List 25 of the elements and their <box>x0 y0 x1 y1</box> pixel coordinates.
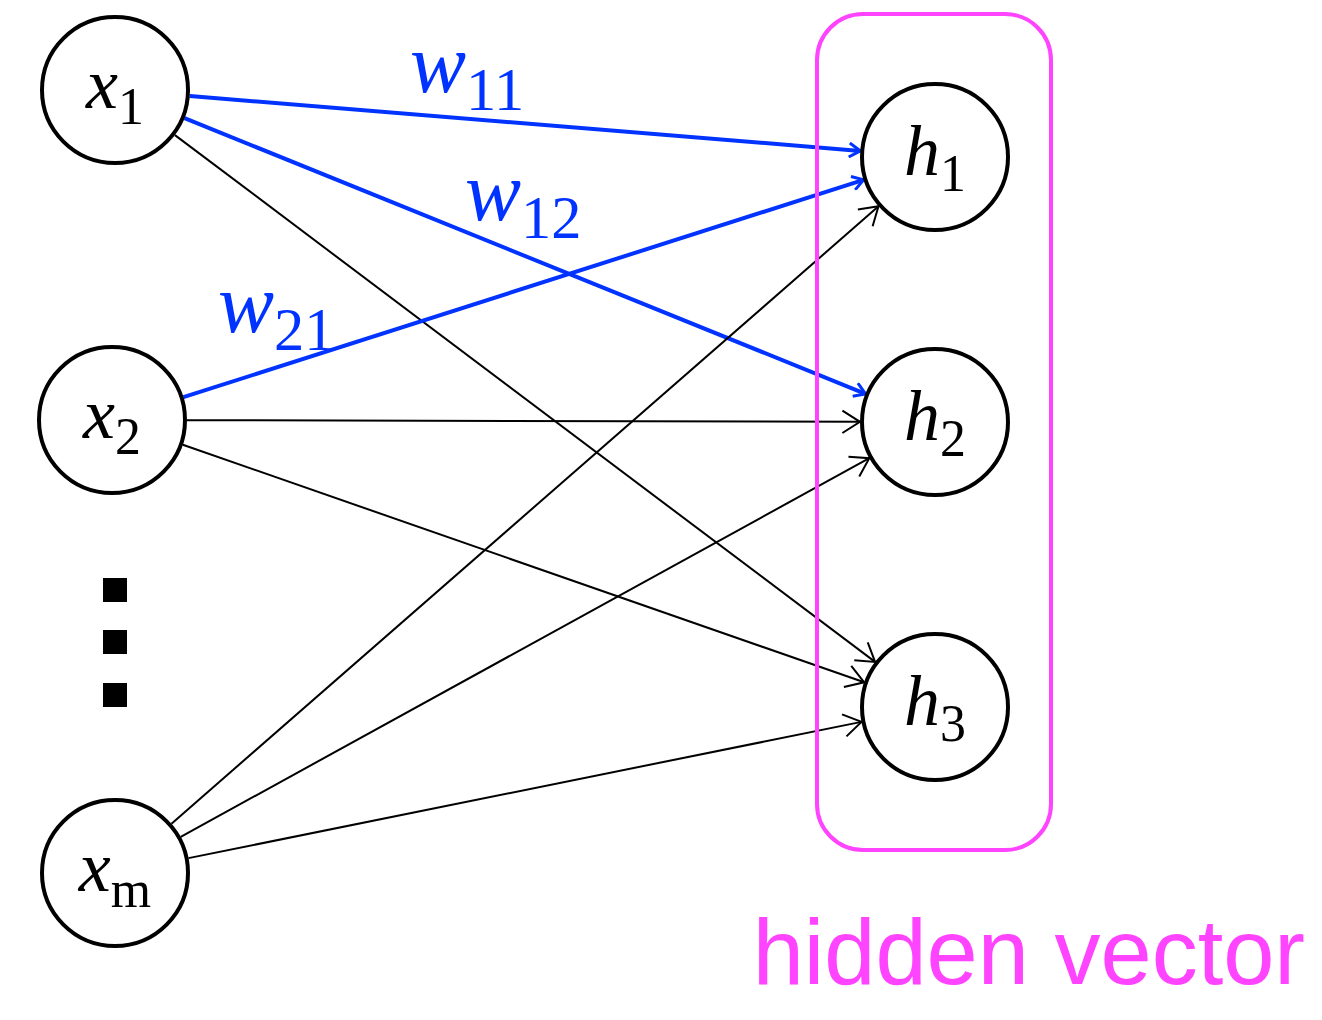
arrow <box>182 175 866 400</box>
neuron-circle <box>40 15 190 165</box>
neuron-label: x$_{m}$ <box>78 830 152 916</box>
arrow <box>181 443 866 689</box>
arrow <box>187 713 863 860</box>
neuron-circle <box>860 347 1010 497</box>
edge-label: w$_{12}$ <box>465 150 582 249</box>
neuron-circle <box>40 798 190 948</box>
arrow <box>179 455 871 838</box>
edge-label: w$_{21}$ <box>218 262 335 361</box>
arrow <box>186 409 861 434</box>
group-label: hidden vector <box>752 906 1305 998</box>
arrow <box>173 134 877 663</box>
neuron-circle <box>860 632 1010 782</box>
arrow <box>170 205 880 825</box>
neuron-label: h$_{2}$ <box>904 379 966 465</box>
neuron-circle <box>37 345 187 495</box>
neuron-label: h$_{1}$ <box>904 114 966 200</box>
neuron-circle <box>860 82 1010 232</box>
arrow <box>183 116 867 398</box>
neuron-label: x$_{2}$ <box>83 377 141 463</box>
neuron-label: h$_{3}$ <box>904 664 966 750</box>
neuron-label: x$_{1}$ <box>86 47 144 133</box>
arrow <box>189 94 862 159</box>
edge-label: w$_{11}$ <box>410 22 525 121</box>
